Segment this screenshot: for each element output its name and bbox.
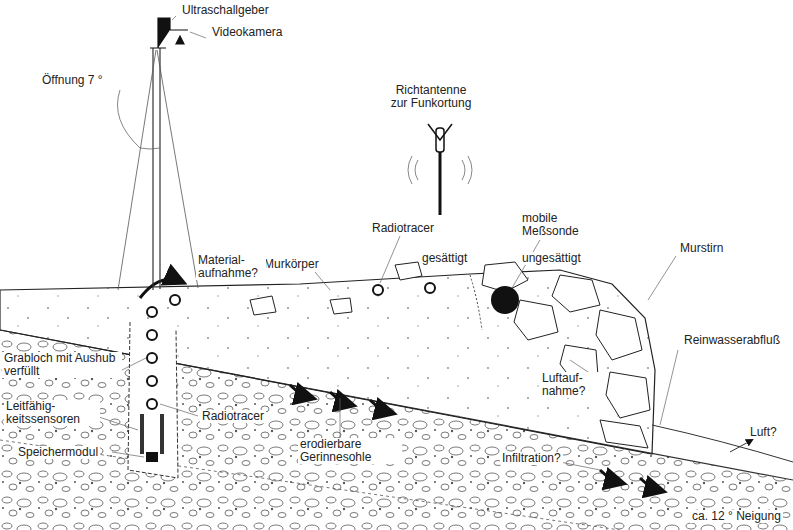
annotation-label: Videokamera — [210, 26, 285, 39]
annotation-label: Luftauf- nahme? — [540, 372, 600, 398]
annotation-label: Radiotracer — [370, 222, 436, 235]
annotation-label: Reinwasserabfluß — [682, 334, 782, 347]
annotation-label: Murstirn — [678, 242, 725, 255]
annotation-label: Murkörper — [262, 258, 321, 271]
annotation-label: Infiltration? — [500, 452, 563, 465]
annotation-label: ca. 12 ° Neigung — [690, 510, 783, 523]
annotation-label: Ultraschallgeber — [180, 4, 271, 17]
annotation-label: erodierbare Gerinnesohle — [298, 438, 402, 464]
annotation-label: Grabloch mit Aushub verfüllt — [2, 352, 122, 378]
annotation-label: gesättigt — [420, 252, 469, 265]
annotation-label: mobile Meßsonde — [520, 212, 584, 238]
annotation-label: Material- aufnahme? — [196, 254, 266, 280]
annotation-label: ungesättigt — [520, 252, 583, 265]
annotation-label: Speichermodul — [16, 446, 100, 459]
annotation-label: Leitfähig- keitssensoren — [4, 400, 100, 426]
annotation-label: Öffnung 7 ° — [40, 74, 105, 87]
annotation-label: Luft? — [748, 426, 779, 439]
annotation-label: Radiotracer — [200, 410, 266, 423]
annotation-label: Richtantenne zur Funkortung — [384, 84, 478, 110]
